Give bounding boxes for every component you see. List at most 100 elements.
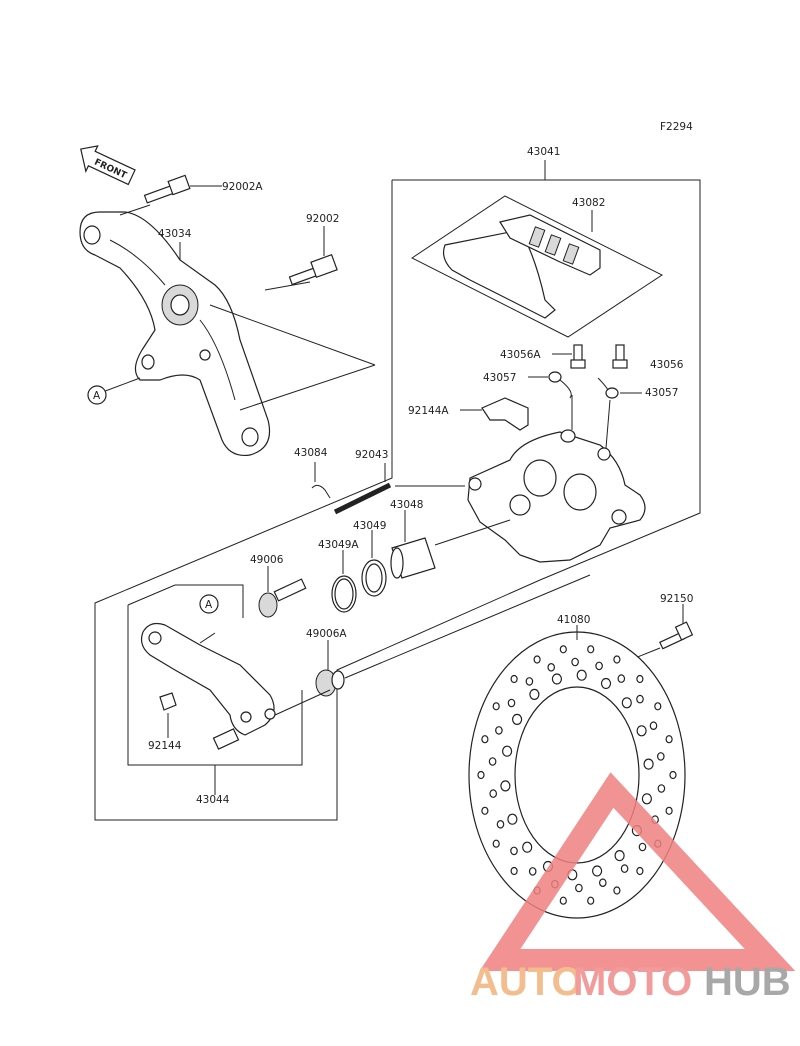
disc-hole [502, 745, 513, 757]
disc-hole [510, 674, 518, 684]
watermark-text-hub: HUB [704, 960, 791, 1004]
label-43041: 43041 [527, 146, 560, 158]
disc-hole [507, 698, 516, 708]
label-43056a: 43056A [500, 349, 541, 361]
boot-49006a [315, 574, 591, 697]
label-43056: 43056 [650, 359, 684, 371]
pad-spring-92144 [159, 692, 177, 738]
disc-hole [587, 896, 595, 905]
disc-hole [529, 688, 540, 701]
brake-pads-43082 [442, 210, 601, 319]
disc-hole [636, 866, 644, 876]
bleeder-43056 [612, 344, 628, 369]
clip-43084 [311, 462, 331, 499]
pin-92043 [333, 463, 465, 515]
disc-hole [559, 896, 567, 905]
disc-hole [636, 725, 647, 737]
ref-marker-a-top: A [87, 385, 107, 405]
boot-49006 [258, 566, 307, 618]
disc-hole [595, 661, 603, 671]
disc-hole [665, 806, 673, 815]
label-49006a: 49006A [306, 628, 347, 640]
disc-hole [576, 669, 587, 681]
disc-holes [477, 645, 677, 905]
disc-hole [598, 878, 607, 888]
ref-marker-a-top-label: A [93, 390, 101, 402]
bolt-92002a [143, 174, 222, 204]
front-arrow-icon: FRONT [80, 145, 136, 186]
bolt-92002 [288, 226, 338, 286]
figure-code: F2294 [660, 121, 693, 133]
seal-43049 [361, 530, 387, 597]
label-92150: 92150 [660, 593, 693, 605]
disc-hole [492, 702, 500, 711]
disc-hole [636, 694, 644, 704]
disc-hole [654, 702, 662, 711]
disc-hole [551, 673, 563, 685]
label-92144: 92144 [148, 740, 182, 752]
disc-hole [571, 657, 579, 667]
disc-hole [496, 819, 505, 829]
bracket-43034 [79, 204, 376, 457]
disc-hole [481, 735, 489, 744]
piston-43048 [390, 510, 511, 579]
label-92002: 92002 [306, 213, 339, 225]
disc-hole [500, 780, 511, 792]
label-92043: 92043 [355, 449, 388, 461]
disc-hole [495, 726, 503, 735]
disc-hole [533, 655, 541, 664]
disc-hole [587, 645, 595, 654]
disc-hole [481, 806, 489, 815]
disc-hole [613, 655, 621, 664]
label-43048: 43048 [390, 499, 423, 511]
label-43049a: 43049A [318, 539, 359, 551]
disc-hole [547, 662, 556, 672]
disc-hole [665, 735, 673, 744]
label-43057-left: 43057 [483, 372, 516, 384]
disc-hole [617, 674, 626, 683]
label-43084: 43084 [294, 447, 328, 459]
disc-hole [613, 886, 621, 895]
caliper-bracket [140, 622, 331, 750]
ref-marker-a-bottom: A [199, 594, 219, 614]
label-43057-right: 43057 [645, 387, 678, 399]
pad-spring-92144a [460, 397, 529, 431]
disc-hole [621, 697, 632, 709]
bleeder-43056a [552, 344, 586, 369]
disc-hole [528, 867, 537, 876]
disc-hole [477, 770, 485, 780]
disc-hole [620, 864, 629, 873]
disc-hole [657, 784, 666, 793]
disc-hole [511, 713, 523, 726]
disc-hole [488, 757, 497, 766]
disc-hole [510, 866, 518, 876]
disc-hole [636, 674, 644, 684]
disc-hole [591, 865, 603, 877]
disc-hole [656, 752, 665, 761]
watermark-text-auto: AUTO [470, 960, 583, 1004]
watermark-text-moto: MOTO [573, 960, 692, 1004]
watermark-logo: AUTO MOTO HUB [470, 772, 796, 1004]
label-49006: 49006 [250, 554, 284, 566]
label-43044: 43044 [196, 794, 230, 806]
disc-hole [669, 770, 677, 780]
label-41080: 41080 [557, 614, 590, 626]
brake-disc-41080 [468, 625, 686, 919]
disc-hole [643, 758, 654, 770]
label-92144a: 92144A [408, 405, 449, 417]
disc-hole [507, 813, 518, 825]
caliper-body [467, 395, 646, 563]
disc-hole [489, 789, 498, 798]
disc-hole [600, 677, 612, 690]
seal-43049a [331, 550, 357, 613]
cap-43057-right [597, 377, 642, 399]
disc-hole [492, 839, 500, 848]
label-43082: 43082 [572, 197, 605, 209]
label-92002a: 92002A [222, 181, 263, 193]
label-43049: 43049 [353, 520, 386, 532]
disc-hole [649, 721, 658, 731]
disc-hole [638, 842, 647, 852]
disc-hole [522, 841, 533, 853]
disc-hole [575, 883, 583, 893]
